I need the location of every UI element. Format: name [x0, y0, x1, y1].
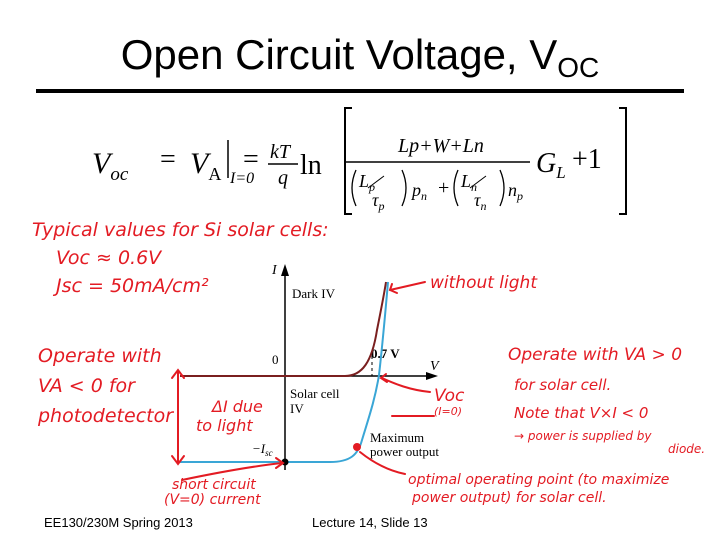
v07-label: 0.7 V — [371, 346, 400, 361]
solar-cell-label-2: IV — [290, 401, 304, 416]
slide-title: Open Circuit Voltage, VOC — [0, 30, 720, 93]
eq-voc: Voc — [92, 147, 129, 185]
eq-ln: ln — [300, 150, 322, 181]
note-operate-right-4: → power is supplied by — [514, 429, 652, 443]
arrowhead-short-circuit — [275, 457, 285, 469]
eq-right-bracket — [619, 107, 627, 215]
eq-plus: + — [438, 177, 449, 199]
origin-label: 0 — [272, 352, 279, 367]
title-underline — [36, 89, 684, 93]
arrow-without-light — [389, 281, 426, 291]
title-main: Open Circuit Voltage, V — [120, 31, 558, 78]
footer-course: EE130/230M Spring 2013 — [44, 515, 193, 530]
eq-va: VA — [190, 147, 221, 184]
eq-numerator: Lp+W+Ln — [397, 135, 484, 157]
note-short-circuit-2: (V=0) current — [164, 492, 261, 508]
eq-slash-1 — [367, 175, 385, 189]
note-operate-left-1: Operate with — [38, 345, 162, 367]
eq-equals-2: = — [243, 144, 259, 175]
eq-slash-2 — [469, 175, 487, 189]
solar-iv-curve — [180, 281, 389, 463]
eq-equals-1: = — [160, 144, 176, 175]
voc-equation: Voc = VA I=0 = kT q ln Lp+W+Ln Lp τp pn … — [92, 107, 627, 215]
eq-condition: I=0 — [229, 170, 254, 187]
note-operate-right-1: Operate with VA > 0 — [508, 345, 682, 365]
eq-q: q — [278, 167, 288, 189]
eq-d2-n: np — [508, 180, 523, 203]
eq-d1-l: Lp — [358, 171, 375, 194]
max-power-point — [353, 443, 361, 451]
note-jsc-value: Jsc = 50mA/cm² — [52, 275, 209, 297]
annotations: Typical values for Si solar cells: Voc ≈… — [32, 219, 705, 508]
eq-paren-2r — [499, 169, 505, 207]
arrow-short-circuit — [181, 462, 283, 481]
eq-d2-tau: τn — [474, 190, 486, 213]
note-short-circuit-1: short circuit — [172, 477, 256, 493]
v-axis-label: V — [430, 359, 440, 374]
i-axis-label: I — [271, 263, 278, 278]
note-operate-right-5: diode. — [668, 442, 705, 456]
dark-iv-curve — [180, 281, 387, 377]
dark-iv-label: Dark IV — [292, 286, 336, 301]
note-operate-left-2: VA < 0 for — [38, 375, 136, 397]
eq-paren-1r — [401, 169, 407, 207]
arrow-voc — [381, 377, 431, 393]
v-axis-arrow — [426, 372, 438, 380]
note-voc: Voc — [434, 386, 465, 406]
eq-plus-one: +1 — [572, 144, 602, 175]
arrow-optimal — [359, 451, 406, 475]
eq-left-bracket — [344, 107, 352, 215]
arrowhead-delta-up — [171, 368, 185, 379]
note-delta-i-2: to light — [196, 416, 253, 435]
arrowhead-delta-down — [171, 455, 185, 466]
eq-d1-n: pn — [410, 180, 427, 203]
note-operate-right-2: for solar cell. — [514, 376, 611, 394]
annotation-arrows — [171, 281, 435, 481]
max-power-label-1: Maximum — [370, 430, 424, 445]
arrowhead-without-light — [388, 283, 398, 294]
note-voc-value: Voc ≈ 0.6V — [56, 247, 163, 269]
eq-d1-tau: τp — [372, 190, 384, 213]
footer-slide-number: Lecture 14, Slide 13 — [312, 515, 428, 530]
note-delta-i-1: ΔI due — [210, 397, 263, 416]
note-operate-right-3: Note that V×I < 0 — [514, 404, 648, 422]
eq-gl: GL — [536, 148, 566, 182]
arrowhead-voc — [379, 373, 388, 383]
eq-kt: kT — [270, 141, 292, 163]
note-operate-left-3: photodetector — [37, 405, 174, 427]
note-optimal-2: power output) for solar cell. — [411, 490, 607, 506]
max-power-label-2: power output — [370, 444, 439, 459]
note-optimal-1: optimal operating point (to maximize — [408, 472, 669, 488]
note-voc-condition: (I=0) — [434, 405, 462, 418]
eq-paren-2l — [453, 169, 459, 207]
i-axis-arrow — [281, 264, 289, 276]
solar-cell-label-1: Solar cell — [290, 386, 340, 401]
isc-label: −Isc — [252, 441, 273, 458]
eq-d2-l: Ln — [460, 171, 477, 194]
iv-plot: I V 0 Dark IV 0.7 V Solar cell IV −Isc M… — [180, 263, 440, 470]
title-subscript: OC — [557, 52, 600, 83]
note-typical: Typical values for Si solar cells: — [32, 219, 329, 241]
eq-paren-1l — [351, 169, 357, 207]
note-without-light: without light — [430, 273, 538, 293]
